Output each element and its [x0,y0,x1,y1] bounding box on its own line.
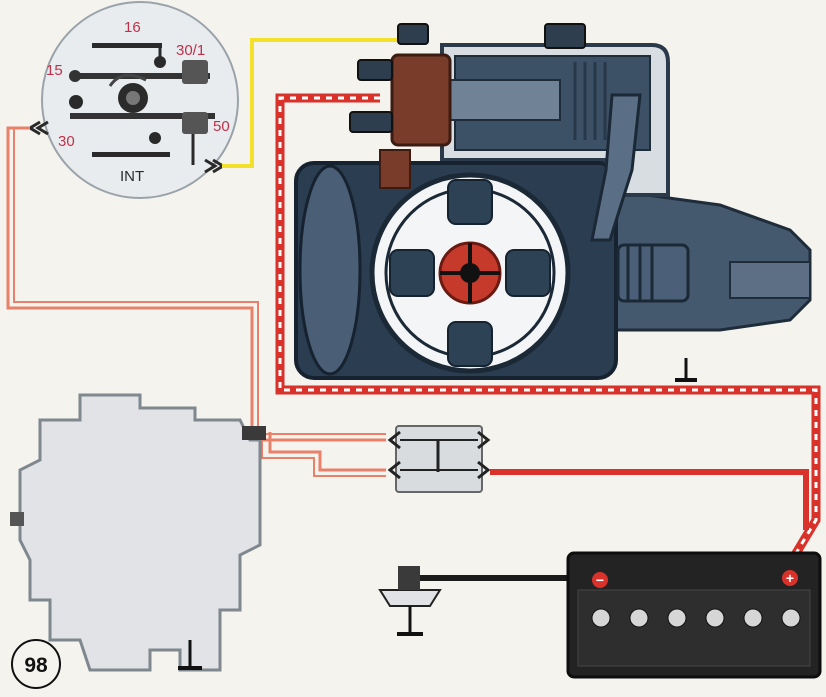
solenoid-plunger [449,79,561,121]
battery-cell-cap [591,608,611,628]
alternator [10,393,266,672]
contact-int [92,152,170,157]
terminal-label-15: 15 [46,62,63,79]
field-pole-top [447,179,493,225]
battery-cell-cap [743,608,763,628]
terminal-label-30: 30 [58,133,75,150]
ignition-switch: 16 30/1 15 30 50 INT [27,1,239,199]
battery-positive-symbol: + [786,570,794,586]
alternator-housing [18,393,262,672]
battery-positive-terminal [782,570,798,586]
battery-cell-cap [781,608,801,628]
solenoid-stud-lower [349,111,393,133]
battery-negative-terminal [592,572,608,588]
battery: − + [566,551,822,679]
field-pole-right [505,249,551,297]
contact-16 [92,43,162,48]
battery-cell-cap [667,608,687,628]
solenoid-top-bolt [544,23,586,49]
field-pole-bottom [447,321,493,367]
terminal-label-50: 50 [213,118,230,135]
solenoid-terminal-cap [390,53,452,147]
connector-lower-chevron-icon [387,460,491,480]
wire-red-connector-battery [490,469,809,530]
terminal-label-30-1: 30/1 [176,42,205,59]
terminal-label-int: INT [120,168,144,185]
battery-negative-symbol: − [596,572,604,588]
battery-cell-cap [705,608,725,628]
figure-number: 98 [24,654,48,677]
figure-number-badge: 98 [11,639,61,689]
wire-yellow-start-signal [222,38,402,168]
contact-30 [70,113,215,119]
alternator-output-terminal [242,426,266,440]
solenoid-stud-upper [357,59,393,81]
wire-pink-30 [6,126,386,442]
ground-bolt [398,566,420,590]
battery-cell-cap [629,608,649,628]
field-pole-left [389,249,435,297]
terminal-label-16: 16 [124,19,141,36]
wire-pink-alternator [268,432,386,472]
body-ground-point [378,566,442,636]
connector-upper-chevron-icon [387,430,491,450]
wire-connector [387,425,491,493]
starter-motor [294,23,812,382]
shift-lever [590,93,642,242]
